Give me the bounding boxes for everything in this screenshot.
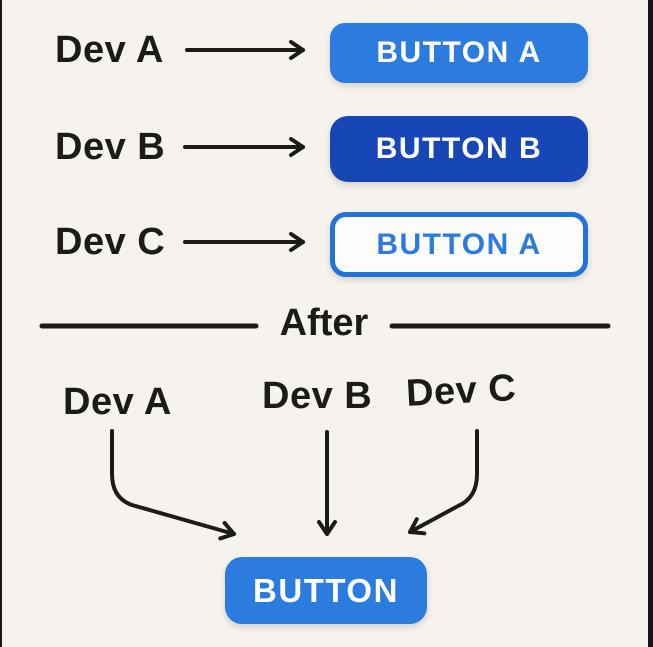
button-a-filled: BUTTON A: [330, 23, 588, 83]
dev-c-label-before: Dev C: [55, 221, 166, 263]
dev-c-label-after: Dev C: [404, 367, 518, 415]
arrow-after-dev-c: [408, 429, 479, 536]
arrow-after-dev-a: [110, 429, 236, 541]
merged-button: BUTTON: [225, 557, 427, 624]
after-divider-label: After: [279, 302, 369, 344]
dev-a-label-after: Dev A: [63, 381, 172, 423]
right-edge-border: [648, 0, 653, 647]
dev-a-label-before: Dev A: [55, 29, 164, 71]
button-a-outlined: BUTTON A: [330, 212, 588, 277]
dev-b-label-after: Dev B: [262, 375, 373, 417]
dev-b-label-before: Dev B: [55, 126, 166, 168]
button-b-filled-dark: BUTTON B: [330, 116, 588, 182]
left-edge-border: [0, 0, 2, 647]
